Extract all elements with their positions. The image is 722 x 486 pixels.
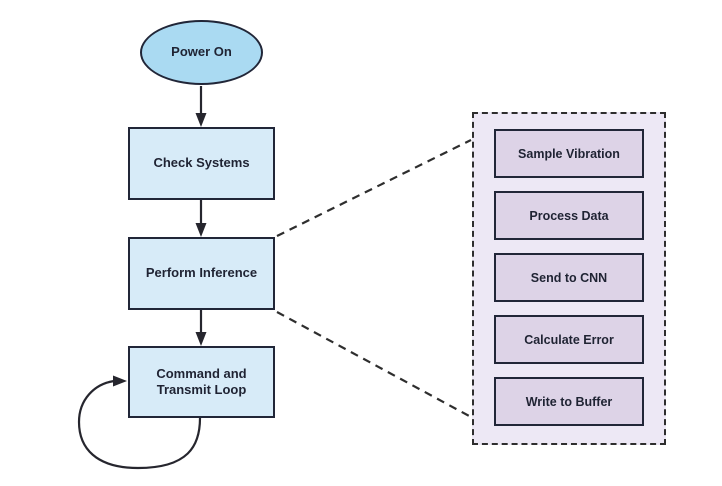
- arrow-start-to-check-head: [195, 113, 207, 127]
- detail-step-write-to-buffer: Write to Buffer: [494, 377, 644, 426]
- inference-detail-panel: Sample Vibration Process Data Send to CN…: [472, 112, 666, 445]
- self-loop-arrow-path: [77, 379, 202, 470]
- dashed-connector-bottom: [276, 311, 472, 418]
- self-loop-arrow-head: [113, 375, 127, 387]
- node-check-systems: Check Systems: [128, 127, 275, 200]
- dashed-connector-top: [276, 139, 472, 237]
- detail-step-process-data: Process Data: [494, 191, 644, 240]
- arrow-inference-to-command-head: [195, 332, 207, 346]
- node-command-transmit-loop: Command and Transmit Loop: [128, 346, 275, 418]
- detail-step-sample-vibration: Sample Vibration: [494, 129, 644, 178]
- node-perform-inference: Perform Inference: [128, 237, 275, 310]
- detail-step-send-to-cnn: Send to CNN: [494, 253, 644, 302]
- node-power-on: Power On: [140, 20, 263, 85]
- arrow-check-to-inference-head: [195, 223, 207, 237]
- detail-step-calculate-error: Calculate Error: [494, 315, 644, 364]
